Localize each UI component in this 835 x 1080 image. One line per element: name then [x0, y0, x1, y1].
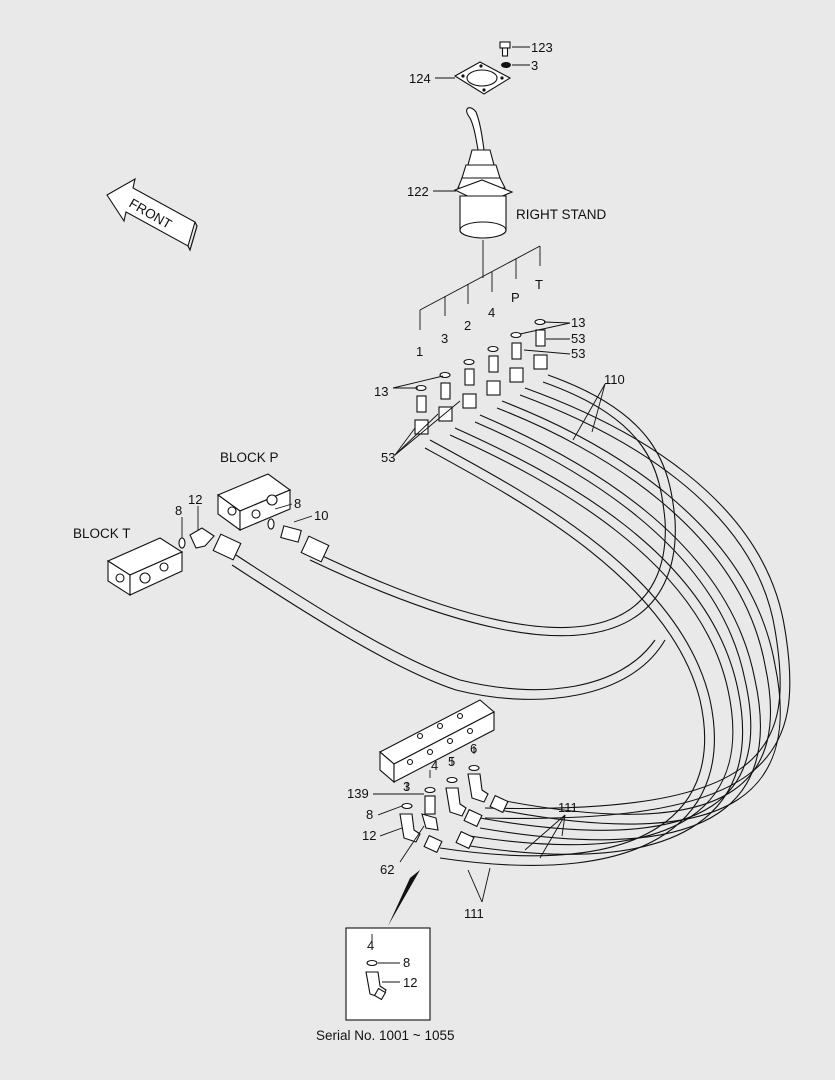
label-3-top: 3 [531, 58, 538, 73]
port-label-3: 3 [441, 331, 448, 346]
label-123: 123 [531, 40, 553, 55]
block-fittings [178, 518, 330, 563]
control-valve-lower [379, 699, 495, 784]
valve-port-5: 5 [448, 754, 455, 769]
label-13-left: 13 [374, 384, 388, 399]
mounting-plate-124 [453, 61, 512, 95]
orings-and-adapters [414, 318, 548, 435]
port-label-p: P [511, 290, 520, 305]
label-8-block-t: 8 [175, 503, 182, 518]
hose-block-p-to-valve [231, 554, 666, 700]
label-12-block: 12 [188, 492, 202, 507]
inset-label-4: 4 [367, 938, 374, 953]
joystick-122 [453, 107, 514, 239]
washer-3 [501, 62, 511, 68]
serial-number-label: Serial No. 1001 ~ 1055 [316, 1028, 454, 1043]
port-label-t: T [535, 277, 543, 292]
label-111-upper: 111 [558, 800, 578, 815]
valve-port-6: 6 [470, 741, 477, 756]
label-53-left: 53 [381, 450, 395, 465]
label-139: 139 [347, 786, 369, 801]
right-stand-label: RIGHT STAND [516, 207, 607, 222]
label-122: 122 [407, 184, 429, 199]
hose-bundle-110 [309, 374, 791, 866]
inset-label-8: 8 [403, 955, 410, 970]
front-arrow-icon: FRONT [106, 177, 198, 252]
valve-port-4: 4 [431, 758, 438, 773]
block-t-label: BLOCK T [73, 526, 131, 541]
detail-pointer-icon [388, 870, 420, 926]
label-8-block-p: 8 [294, 496, 301, 511]
port-bracket [419, 240, 541, 330]
label-13-right: 13 [571, 315, 585, 330]
label-12-lower: 12 [362, 828, 376, 843]
label-53-right-a: 53 [571, 331, 585, 346]
port-label-4: 4 [488, 305, 495, 320]
label-124: 124 [409, 71, 431, 86]
block-p-label: BLOCK P [220, 450, 279, 465]
label-53-right-b: 53 [571, 346, 585, 361]
label-10: 10 [314, 508, 328, 523]
port-label-2: 2 [464, 318, 471, 333]
inset-label-12: 12 [403, 975, 417, 990]
label-8-lower: 8 [366, 807, 373, 822]
label-62: 62 [380, 862, 394, 877]
block-t [106, 537, 184, 597]
lower-fittings [399, 764, 509, 854]
bolt-123 [499, 41, 511, 57]
block-p [216, 473, 292, 532]
port-label-1: 1 [416, 344, 423, 359]
label-111-lower: 111 [464, 906, 484, 921]
label-110: 110 [604, 372, 625, 387]
valve-port-ticks [406, 746, 475, 790]
detail-inset: 4 8 12 [345, 927, 431, 1021]
valve-port-3: 3 [403, 779, 410, 794]
